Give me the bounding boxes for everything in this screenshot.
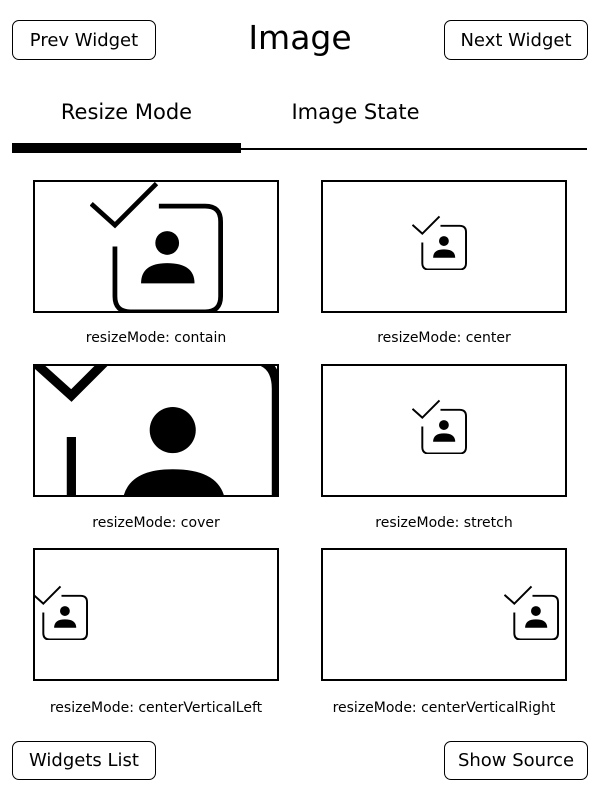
caption-center: resizeMode: center [377,330,511,346]
image-center [321,180,567,313]
image-stretch [321,364,567,497]
person-image-icon [90,180,223,313]
active-tab-indicator [12,143,241,153]
caption-stretch: resizeMode: stretch [375,515,513,531]
person-image-icon [33,585,88,640]
image-center-vertical-right [321,548,567,681]
show-source-button[interactable]: Show Source [444,741,588,780]
image-contain [33,180,279,313]
page-title: Image [248,18,352,57]
widgets-list-button[interactable]: Widgets List [12,741,156,780]
caption-contain: resizeMode: contain [85,330,227,346]
tab-image-state[interactable]: Image State [291,100,420,124]
person-image-icon [33,364,279,497]
caption-cover: resizeMode: cover [92,515,220,531]
image-center-vertical-left [33,548,279,681]
tab-resize-mode[interactable]: Resize Mode [60,100,193,124]
tab-divider [12,148,587,150]
person-image-icon [504,585,559,640]
next-widget-button[interactable]: Next Widget [444,20,588,60]
caption-center-vertical-left: resizeMode: centerVerticalLeft [49,700,263,716]
person-image-icon [412,399,467,454]
image-cover [33,364,279,497]
prev-widget-button[interactable]: Prev Widget [12,20,156,60]
person-image-icon [412,215,467,270]
caption-center-vertical-right: resizeMode: centerVerticalRight [332,700,556,716]
